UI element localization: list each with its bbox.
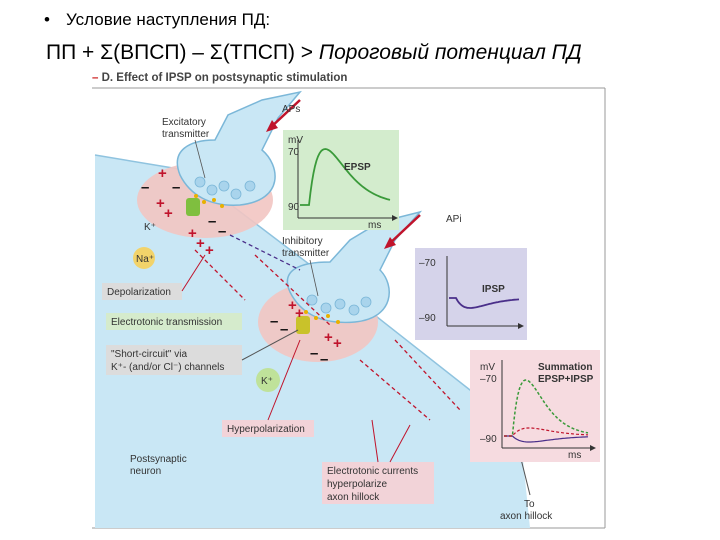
sum-x-unit: ms: [568, 450, 581, 461]
hyperpolarization-label: Hyperpolarization: [227, 424, 305, 435]
currents-label-2: hyperpolarize: [327, 479, 387, 490]
charge-plus: +: [188, 225, 197, 242]
currents-leader-2: [389, 424, 411, 463]
depolarization-label: Depolarization: [107, 287, 171, 298]
charge-plus: +: [333, 335, 342, 352]
api-arrow-head: [384, 237, 396, 249]
sum-tick-bottom: –90: [480, 434, 497, 445]
short-circuit-label-1: "Short-circuit" via: [111, 349, 187, 360]
k-ion-label-2: K⁺: [261, 376, 273, 387]
figure-title-text: D. Effect of IPSP on postsynaptic stimul…: [101, 72, 348, 84]
transmitter-dots: [194, 194, 340, 324]
condition-text: Условие наступления ПД:: [66, 10, 271, 29]
epsp-panel: [283, 130, 399, 230]
postsynaptic-label-1: Postsynaptic: [130, 454, 187, 465]
excitatory-terminal: [176, 90, 302, 206]
excitatory-channel: [186, 198, 200, 216]
summation-epsp-curve: [504, 379, 589, 437]
sum-name-2: EPSP+IPSP: [538, 374, 594, 385]
aps-arrow-head: [266, 120, 278, 132]
sum-name-1: Summation: [538, 362, 592, 373]
aps-label: APs: [282, 104, 300, 115]
charge-minus: –: [208, 213, 216, 230]
bullet-line: • Условие наступления ПД:: [44, 10, 270, 30]
k-ion-label: K⁺: [144, 222, 156, 233]
charge-plus: +: [295, 305, 304, 322]
inhibitory-label-2: transmitter: [282, 248, 330, 259]
sum-unit: mV: [480, 362, 495, 373]
epsp-name: EPSP: [344, 162, 371, 173]
formula-lhs: ПП + Σ(ВПСП) – Σ(ТПСП) >: [46, 41, 319, 64]
charge-minus: –: [270, 313, 278, 330]
electrotonic-arrow: [229, 234, 301, 271]
charge-minus: –: [141, 179, 149, 196]
epsp-unit: mV: [288, 135, 303, 146]
current-arrows: [194, 249, 461, 421]
charge-minus: –: [310, 345, 318, 362]
to-label-1: To: [524, 499, 535, 510]
excitatory-leader: [194, 139, 206, 179]
postsynaptic-label-2: neuron: [130, 466, 161, 477]
charge-plus: +: [164, 205, 173, 222]
excitatory-label-2: transmitter: [162, 129, 210, 140]
short-circuit-box: [106, 345, 242, 375]
hyperpolarization-box: [222, 420, 314, 437]
api-arrow: [387, 214, 421, 246]
currents-label-3: axon hillock: [327, 492, 380, 503]
charge-minus: –: [218, 223, 226, 240]
formula-line: ПП + Σ(ВПСП) – Σ(ТПСП) > Пороговый потен…: [46, 41, 582, 65]
charge-plus: +: [205, 242, 214, 259]
epsp-x-unit: ms: [368, 220, 381, 231]
epsp-curve: [300, 148, 391, 206]
electrotonic-transmission-label: Electrotonic transmission: [111, 317, 222, 328]
charge-minus: –: [172, 179, 180, 196]
charge-plus: +: [156, 195, 165, 212]
summation-panel: [470, 350, 600, 462]
ipsp-tick-bottom: –90: [419, 313, 436, 324]
summation-ipsp-curve: [504, 435, 589, 443]
depolarization-box: [102, 283, 182, 300]
inhibitory-vesicles: [306, 294, 372, 316]
electrotonic-transmission-box: [106, 313, 242, 330]
currents-leader-1: [371, 419, 379, 463]
to-label-2: axon hillock: [500, 511, 553, 522]
na-ion-circle: [133, 247, 155, 269]
excitatory-vesicles: [194, 176, 256, 200]
aps-arrow: [269, 99, 301, 129]
currents-label-1: Electrotonic currents: [327, 466, 418, 477]
epsp-tick-top: 70: [288, 147, 300, 158]
charge-plus: +: [324, 329, 333, 346]
charge-plus: +: [158, 165, 167, 182]
k-ion-circle: [256, 368, 280, 392]
ipsp-name: IPSP: [482, 284, 505, 295]
charge-minus: –: [280, 321, 288, 338]
ipsp-panel: [415, 248, 527, 340]
charge-plus: +: [288, 297, 297, 314]
na-ion-label: Na⁺: [136, 254, 154, 265]
formula-rhs: Пороговый потенциал ПД: [318, 41, 582, 64]
figure-title-dash: –: [92, 72, 99, 84]
charge-plus: +: [196, 235, 205, 252]
short-circuit-leader: [241, 329, 299, 361]
inhibitory-leader: [309, 259, 319, 297]
figure-title: – D. Effect of IPSP on postsynaptic stim…: [92, 72, 347, 84]
sum-tick-top: –70: [480, 374, 497, 385]
short-circuit-label-2: K⁺- (and/or Cl⁻) channels: [111, 362, 224, 373]
electrotonic-currents-box: [322, 462, 434, 504]
bullet-dot: •: [44, 10, 50, 29]
excitatory-label-1: Excitatory: [162, 117, 206, 128]
summation-total-curve: [504, 427, 589, 437]
charge-minus: –: [320, 351, 328, 368]
depolarization-leader: [181, 254, 206, 292]
inhibitory-channel: [296, 316, 310, 334]
api-label: APi: [446, 214, 462, 225]
inhibitory-label-1: Inhibitory: [282, 236, 323, 247]
hyperpolarization-leader: [267, 339, 301, 421]
epsp-tick-bottom: 90: [288, 202, 300, 213]
ipsp-curve: [449, 297, 520, 309]
ipsp-tick-top: –70: [419, 258, 436, 269]
